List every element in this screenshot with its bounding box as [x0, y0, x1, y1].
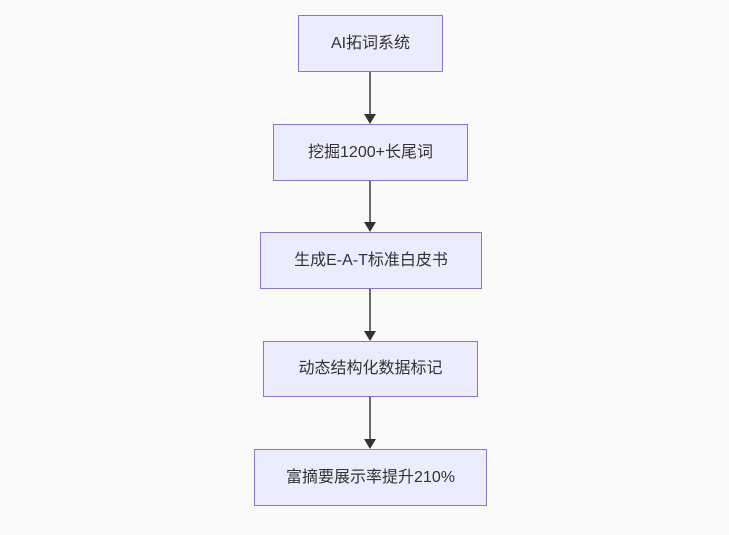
flow-node-eat-whitepaper: 生成E-A-T标准白皮书: [260, 232, 482, 289]
arrow-shaft: [369, 72, 371, 116]
flow-node-rich-snippet-result: 富摘要展示率提升210%: [254, 449, 487, 506]
arrowhead-icon: [364, 439, 376, 449]
flow-node-label: 富摘要展示率提升210%: [286, 468, 455, 486]
flow-arrow: [364, 181, 376, 232]
arrow-shaft: [369, 181, 371, 224]
flow-node-longtail-mining: 挖掘1200+长尾词: [273, 124, 468, 181]
flow-node-label: 动态结构化数据标记: [298, 360, 443, 377]
flow-node-structured-data: 动态结构化数据标记: [263, 341, 478, 397]
flow-arrow: [364, 397, 376, 449]
flow-arrow: [364, 289, 376, 341]
flow-node-label: 挖掘1200+长尾词: [308, 143, 433, 161]
flow-node-ai-system: AI拓词系统: [298, 15, 443, 72]
flow-node-label: 生成E-A-T标准白皮书: [294, 251, 448, 269]
flow-arrow: [364, 72, 376, 124]
arrowhead-icon: [364, 331, 376, 341]
flow-node-label: AI拓词系统: [330, 34, 411, 52]
arrow-shaft: [369, 289, 371, 333]
arrow-shaft: [369, 397, 371, 441]
arrowhead-icon: [364, 222, 376, 232]
arrowhead-icon: [364, 114, 376, 124]
